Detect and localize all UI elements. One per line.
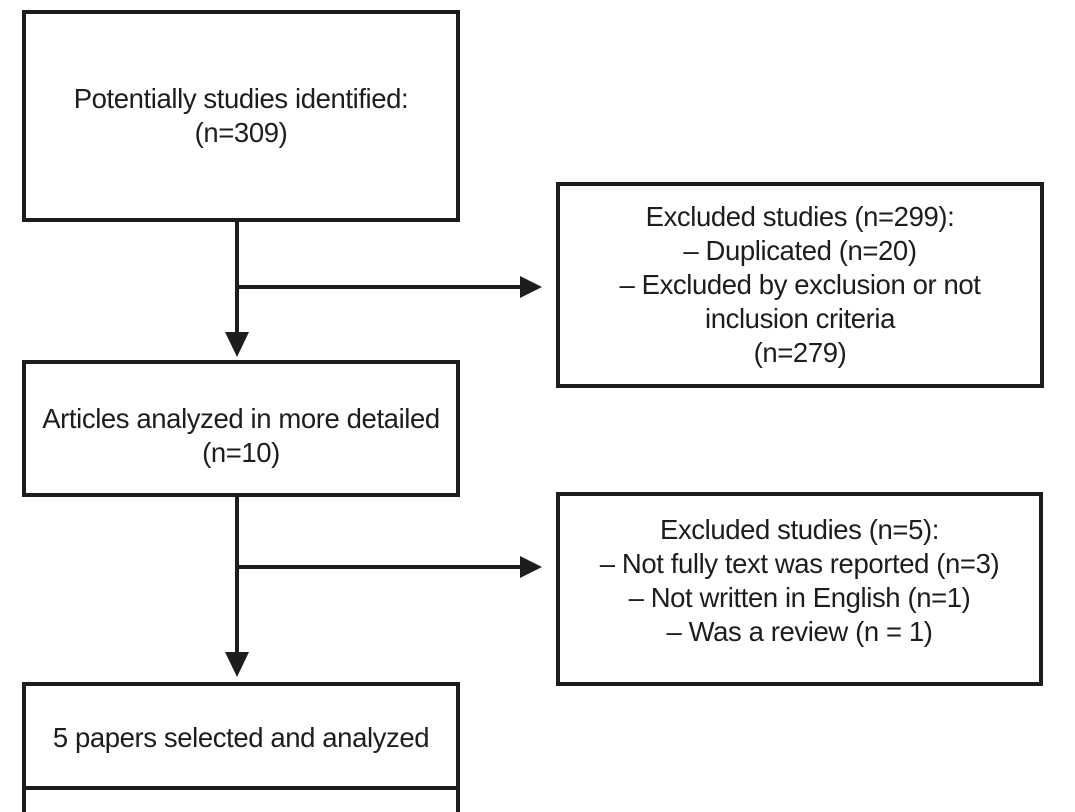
flow-box-excluded-studies-2-text: Excluded studies (n=5): – Not fully text… xyxy=(599,513,1000,665)
flow-box-excluded-studies-1-text: Excluded studies (n=299): – Duplicated (… xyxy=(620,200,981,370)
flow-box-potentially-identified-text: Potentially studies identified: (n=309) xyxy=(74,82,409,150)
arrowhead-down-to-selected-icon xyxy=(225,652,249,677)
flow-box-excluded-studies-2: Excluded studies (n=5): – Not fully text… xyxy=(556,492,1043,686)
text-line: – Not written in English (n=1) xyxy=(628,582,971,613)
text-line: – Was a review (n = 1) xyxy=(666,616,933,647)
flow-box-excluded-studies-1: Excluded studies (n=299): – Duplicated (… xyxy=(556,182,1044,388)
text-line: Articles analyzed in more detailed xyxy=(42,402,440,434)
text-line: (n=279) xyxy=(753,337,847,368)
arrowhead-down-to-analyzed-icon xyxy=(225,332,249,357)
text-line: (n=10) xyxy=(202,436,280,468)
flow-box-potentially-identified: Potentially studies identified: (n=309) xyxy=(22,10,460,222)
text-line: Potentially studies identified: xyxy=(73,83,409,114)
flow-box-papers-selected-text: 5 papers selected and analyzed xyxy=(52,721,430,777)
connector-vertical-identified-to-analyzed xyxy=(235,222,239,333)
text-line: Excluded studies (n=299): xyxy=(645,201,955,232)
text-line: Excluded studies (n=5): xyxy=(660,514,939,545)
flow-box-papers-selected: 5 papers selected and analyzed xyxy=(22,682,460,812)
text-line: 5 papers selected and analyzed xyxy=(52,722,430,753)
flow-box-articles-analyzed: Articles analyzed in more detailed (n=10… xyxy=(22,360,460,497)
arrowhead-right-to-excluded-2-icon xyxy=(520,556,542,578)
text-line: (n=309) xyxy=(194,117,288,148)
text-line: – Excluded by exclusion or not xyxy=(619,269,981,300)
flow-box-papers-selected-bottom-border xyxy=(24,786,458,790)
text-line: – Duplicated (n=20) xyxy=(683,235,917,266)
connector-horizontal-to-excluded-2 xyxy=(237,565,521,569)
arrowhead-right-to-excluded-1-icon xyxy=(520,276,542,298)
text-line: – Not fully text was reported (n=3) xyxy=(599,548,1000,579)
flow-box-articles-analyzed-text: Articles analyzed in more detailed (n=10… xyxy=(42,388,440,470)
connector-vertical-analyzed-to-selected xyxy=(235,497,239,653)
connector-horizontal-to-excluded-1 xyxy=(237,285,521,289)
text-line: inclusion criteria xyxy=(705,303,895,334)
